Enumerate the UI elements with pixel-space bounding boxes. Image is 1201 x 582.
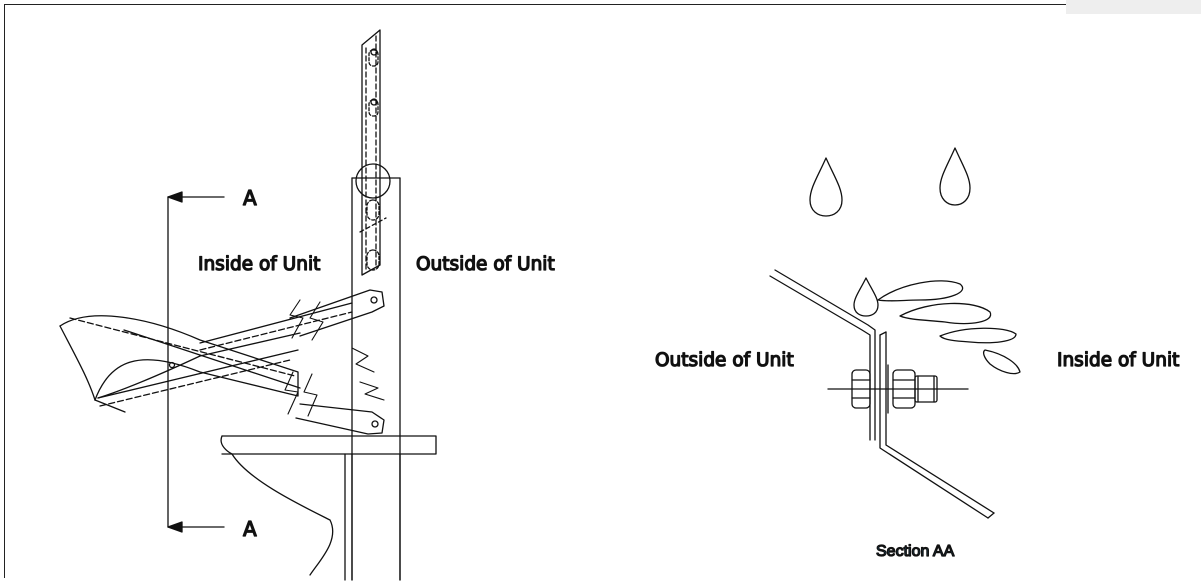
water-drop-splash [853, 277, 879, 317]
section-marker-top: A [243, 186, 257, 210]
section-line-aa [167, 191, 225, 533]
diagonal-straps [284, 289, 385, 435]
base-bracket [220, 435, 437, 581]
rail-channel [59, 302, 353, 413]
drawing-frame [4, 4, 1200, 578]
left-inside-label: Inside of Unit [198, 254, 320, 275]
left-outside-label: Outside of Unit [416, 254, 555, 275]
bolt-assembly [827, 364, 969, 414]
corner-tab [1066, 0, 1201, 14]
panel-inner [879, 331, 995, 519]
vertical-post [351, 163, 401, 581]
splash-1 [877, 280, 964, 302]
splash-3 [939, 327, 1017, 344]
section-view: Outside of Unit Inside of Unit Section A… [654, 147, 1180, 561]
upper-strap [361, 29, 381, 276]
left-view: Inside of Unit Outside of Unit A A [59, 29, 555, 581]
water-drop-2 [939, 147, 971, 206]
splash-2 [899, 302, 992, 325]
section-caption: Section AA [876, 543, 955, 560]
section-inside-label: Inside of Unit [1057, 350, 1179, 371]
section-outside-label: Outside of Unit [655, 350, 794, 371]
water-drop-1 [809, 157, 843, 217]
section-marker-bottom: A [243, 517, 257, 541]
splash-4 [983, 349, 1021, 375]
